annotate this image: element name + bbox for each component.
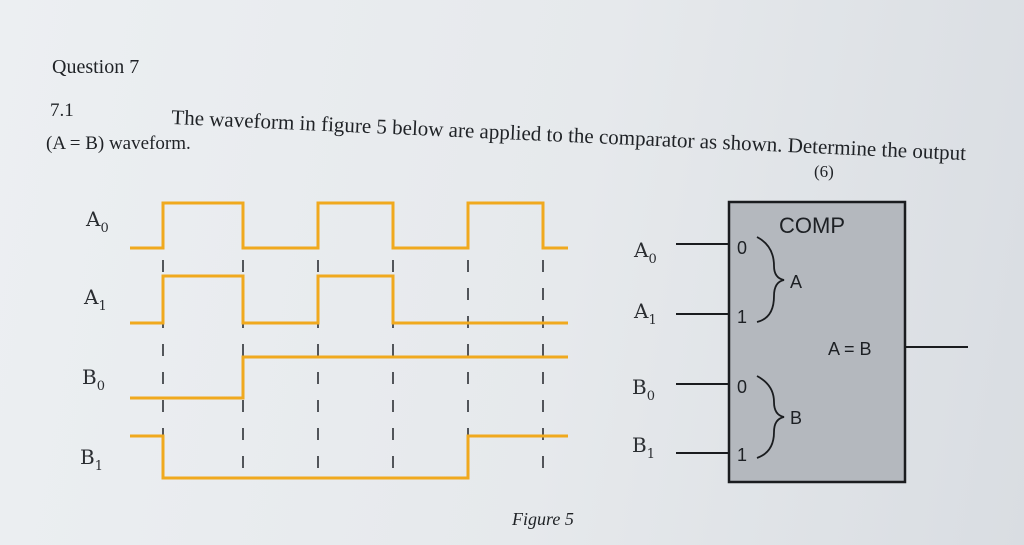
question-number: 7.1 [50, 100, 74, 121]
waveform-a0 [130, 201, 568, 250]
output-label: A = B [828, 339, 872, 359]
waveform-b1 [130, 434, 568, 480]
bit-index-b0: 0 [737, 377, 747, 397]
question-heading: Question 7 [52, 56, 140, 78]
brace-b [756, 375, 785, 459]
group-label-b: B [790, 408, 802, 428]
bit-index-a0: 0 [737, 238, 747, 258]
brace-a [756, 236, 785, 323]
group-label-a: A [790, 272, 802, 292]
signal-label-a1: A1 [83, 285, 107, 314]
timing-guides [162, 260, 544, 470]
bit-index-b1: 1 [737, 445, 747, 465]
signal-label-a0: A0 [85, 207, 109, 236]
comp-input-label-a1: A1 [633, 299, 657, 328]
signal-label-b1: B1 [80, 445, 103, 474]
waveform-a1 [130, 274, 568, 325]
comparator-box [727, 200, 907, 484]
comparator-block: COMP A0 A1 B0 B1 0 1 0 1 A B A = B [632, 200, 968, 484]
figure-caption: Figure 5 [512, 509, 574, 529]
comp-input-label-b1: B1 [632, 433, 655, 462]
bit-index-a1: 1 [737, 307, 747, 327]
comparator-title: COMP [779, 213, 845, 238]
question-marks: (6) [814, 162, 834, 181]
question-text-line-2: (A = B) waveform. [46, 133, 191, 154]
signal-label-b0: B0 [82, 365, 105, 394]
comp-input-label-a0: A0 [633, 238, 657, 267]
waveform-b0 [130, 355, 568, 400]
comp-input-label-b0: B0 [632, 375, 655, 404]
